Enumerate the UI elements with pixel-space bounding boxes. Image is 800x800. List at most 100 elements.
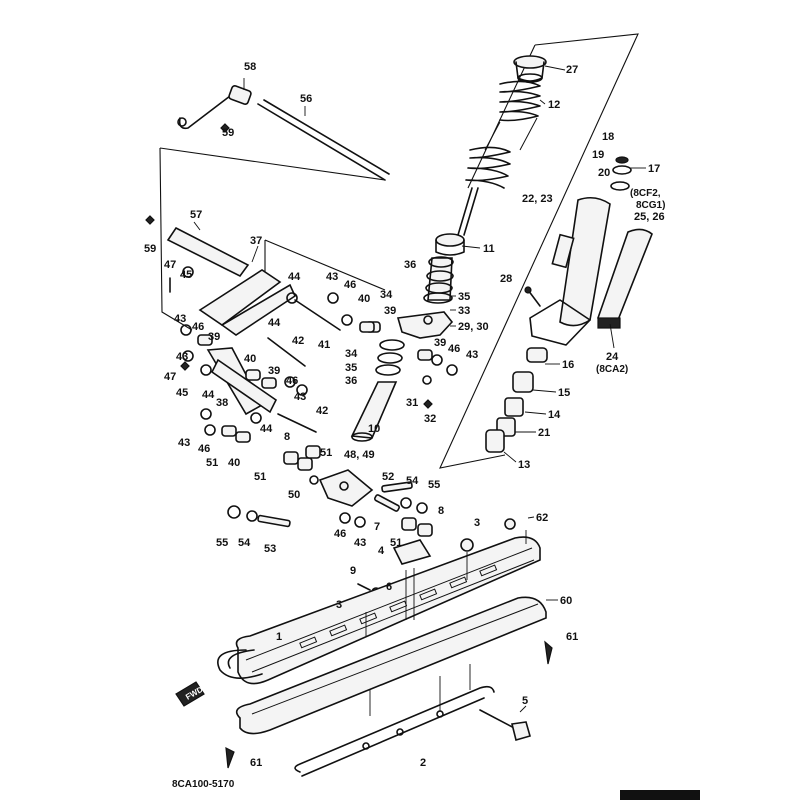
callout-56: 56 (300, 93, 312, 105)
arm-38 (206, 347, 278, 416)
studs-61 (225, 640, 553, 769)
callout-42a: 42 (292, 335, 304, 347)
linkage-box-outline (159, 147, 386, 331)
callout-47b: 47 (164, 371, 176, 383)
callout-15: 15 (558, 387, 570, 399)
model-note-8ca2: (8CA2) (596, 364, 628, 375)
model-note-8cf2-8cg1-line1: (8CF2, (630, 188, 661, 199)
callout-5: 5 (522, 695, 528, 707)
shock-mount-bracket-part (396, 311, 454, 339)
callout-35a: 35 (458, 291, 470, 303)
callout-20: 20 (598, 167, 610, 179)
callout-46e: 46 (198, 443, 210, 455)
linkage-washers (180, 266, 375, 443)
shaft-57 (166, 226, 250, 278)
callout-11: 11 (483, 243, 495, 255)
callout-44b: 44 (268, 317, 281, 329)
grease-nipple-parts (422, 375, 433, 409)
callout-39a: 39 (384, 305, 396, 317)
callout-51d: 51 (390, 537, 402, 549)
callout-36a: 36 (404, 259, 416, 271)
callout-33: 33 (458, 305, 470, 317)
callout-34a: 34 (380, 289, 393, 301)
callout-61a: 61 (566, 631, 578, 643)
bolts-41-42 (267, 299, 341, 433)
callout-31: 31 (406, 397, 418, 409)
callout-numbers: 27 12 11 36 34 35 33 29, 30 40 39 46 43 … (144, 61, 665, 790)
callout-43d: 43 (176, 351, 188, 363)
callout-38: 38 (216, 397, 228, 409)
callout-25-26: 25, 26 (634, 211, 665, 223)
shock-top-washers (610, 156, 632, 191)
model-note-8cf2-8cg1-line2: 8CG1) (636, 200, 665, 211)
callout-44d: 44 (260, 423, 273, 435)
callout-7: 7 (374, 521, 380, 533)
callout-59a: 59 (222, 127, 234, 139)
callout-13: 13 (518, 459, 530, 471)
shock-body-22-23 (529, 196, 611, 346)
callout-51a: 51 (206, 457, 218, 469)
callout-43a: 43 (326, 271, 338, 283)
callout-45a: 45 (180, 269, 192, 281)
callout-39d: 39 (268, 365, 280, 377)
callout-34b: 34 (345, 348, 358, 360)
callout-51b: 51 (254, 471, 266, 483)
ski-tip-handle (217, 649, 263, 679)
callout-39c: 39 (208, 331, 220, 343)
callout-8b: 8 (438, 505, 444, 517)
callout-37: 37 (250, 235, 262, 247)
callout-27: 27 (566, 64, 578, 76)
callout-12: 12 (548, 99, 560, 111)
bolt-5 (479, 709, 531, 741)
callout-60: 60 (560, 595, 572, 607)
callout-8a: 8 (284, 431, 290, 443)
pins-47 (169, 277, 190, 371)
callout-46c: 46 (192, 321, 204, 333)
callout-48-49: 48, 49 (344, 449, 375, 461)
callout-46d: 46 (286, 375, 298, 387)
callout-39b: 39 (434, 337, 446, 349)
shock-lower-column-part (350, 339, 405, 442)
callout-1: 1 (276, 631, 282, 643)
upper-spring-part (499, 80, 541, 122)
callout-35b: 35 (345, 362, 357, 374)
callout-44a: 44 (288, 271, 301, 283)
shock-shaft-part (457, 187, 479, 236)
callout-22-23: 22, 23 (522, 193, 553, 205)
callout-leaders (193, 65, 646, 713)
callout-2: 2 (420, 757, 426, 769)
callout-21: 21 (538, 427, 550, 439)
callout-41: 41 (318, 339, 330, 351)
callout-10: 10 (368, 423, 380, 435)
callout-54b: 54 (238, 537, 251, 549)
shaft-56 (257, 99, 390, 181)
callout-18: 18 (602, 131, 614, 143)
shock-mount-bolt-part (524, 286, 541, 307)
spring-body-outline (484, 117, 538, 151)
callout-40b: 40 (244, 353, 256, 365)
callout-44c: 44 (202, 389, 215, 401)
callout-55a: 55 (428, 479, 440, 491)
callout-4: 4 (378, 545, 385, 557)
lower-spring-coils (465, 146, 511, 189)
forward-arrow-icon: FWD (175, 681, 205, 707)
ski-body-1 (235, 536, 541, 685)
callout-40c: 40 (228, 457, 240, 469)
callout-9: 9 (350, 565, 356, 577)
callout-51c: 51 (320, 447, 332, 459)
shock-cover-25-26 (597, 228, 653, 329)
callout-53: 53 (264, 543, 276, 555)
callout-58: 58 (244, 61, 256, 73)
callout-61b: 61 (250, 757, 262, 769)
callout-52: 52 (382, 471, 394, 483)
lower-shock-stack (485, 347, 548, 453)
callout-29-30: 29, 30 (458, 321, 489, 333)
assembly-leader-lines (365, 530, 527, 716)
callout-55b: 55 (216, 537, 228, 549)
callout-54a: 54 (406, 475, 419, 487)
drawing-code: 8CA100-5170 (172, 779, 235, 790)
callout-6: 6 (386, 581, 392, 593)
ski-mount-bracket-48-49 (318, 469, 374, 507)
page-edge-mark (620, 790, 700, 800)
callout-50: 50 (288, 489, 300, 501)
